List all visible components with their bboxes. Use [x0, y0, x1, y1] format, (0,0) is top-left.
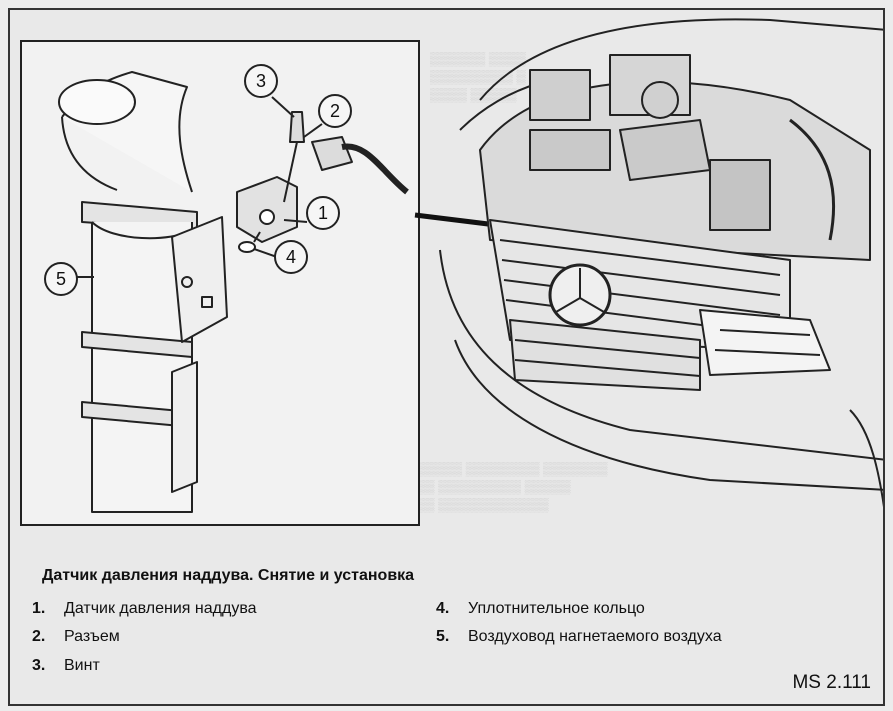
- callout-5: 5: [44, 262, 78, 296]
- callout-2: 2: [318, 94, 352, 128]
- legend-number: 1.: [32, 600, 46, 617]
- legend-number: 3.: [32, 657, 46, 674]
- legend-item: 5. Воздуховод нагнетаемого воздуха: [436, 628, 722, 646]
- legend-number: 4.: [436, 600, 450, 617]
- manual-page: ▒▒▒▒▒▒ ▒▒▒▒▒▒▒▒▒▒▒▒▒ ▒▒▒▒▒ ▒▒▒▒▒ ▒▒▒▒▒▒▒…: [8, 8, 885, 706]
- legend-label: Винт: [64, 657, 100, 674]
- legend-item: 3. Винт: [32, 657, 100, 675]
- sensor-detail-drawing: [58, 71, 409, 513]
- legend-label: Воздуховод нагнетаемого воздуха: [468, 628, 722, 645]
- callout-4: 4: [274, 240, 308, 274]
- legend-number: 2.: [32, 628, 46, 645]
- callout-3: 3: [244, 64, 278, 98]
- legend-number: 5.: [436, 628, 450, 645]
- figure-caption: Датчик давления наддува. Снятие и устано…: [42, 567, 415, 584]
- legend-label: Разъем: [64, 628, 120, 645]
- bleed-through-text: ▒▒▒▒▒▒ ▒▒▒▒▒▒▒▒▒▒▒▒▒ ▒▒▒▒▒ ▒▒▒▒▒: [430, 51, 526, 102]
- legend-item: 1. Датчик давления наддува: [32, 600, 257, 618]
- bleed-through-text: ▒▒▒▒▒▒▒▒▒▒ ▒▒▒▒▒▒▒▒ ▒▒▒▒▒▒▒▒▒▒▒▒▒▒ ▒▒▒▒▒…: [370, 461, 608, 512]
- callout-1: 1: [306, 196, 340, 230]
- sensor-detail-inset: 3 2 1 4 5: [20, 40, 420, 526]
- legend-label: Датчик давления наддува: [64, 600, 257, 617]
- legend-item: 4. Уплотнительное кольцо: [436, 600, 645, 618]
- legend-label: Уплотнительное кольцо: [468, 600, 645, 617]
- legend-item: 2. Разъем: [32, 628, 120, 646]
- figure-id: MS 2.111: [792, 672, 871, 693]
